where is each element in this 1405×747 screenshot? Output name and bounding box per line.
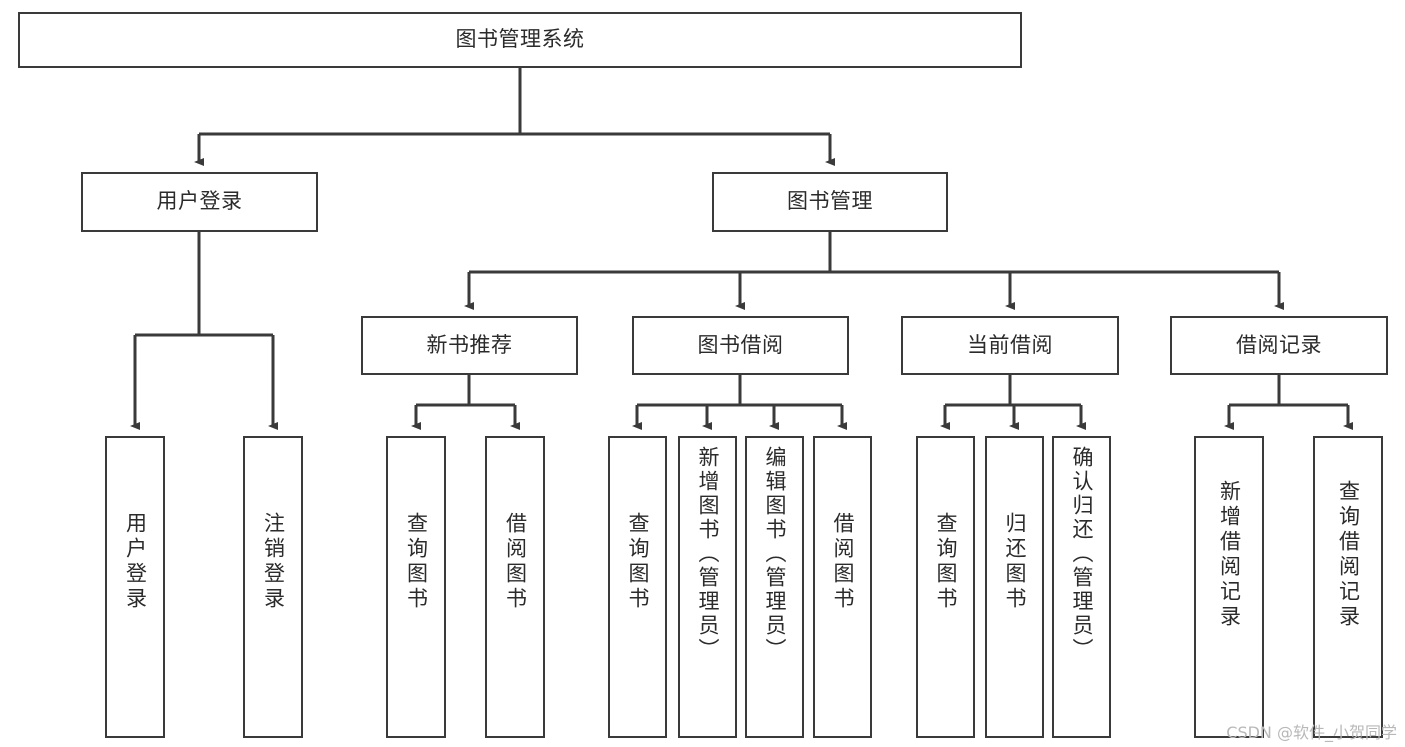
node-new-book-recommend[interactable]: 新书推荐: [361, 316, 578, 375]
node-leaf-add-record[interactable]: 新增借阅记录: [1194, 436, 1264, 738]
node-leaf-query-record[interactable]: 查询借阅记录: [1313, 436, 1383, 738]
node-user-login-label: 用户登录: [156, 189, 243, 214]
node-leaf-borrow-book-2[interactable]: 借阅图书: [813, 436, 872, 738]
node-leaf-query-book-2[interactable]: 查询图书: [608, 436, 667, 738]
node-current-borrow[interactable]: 当前借阅: [901, 316, 1119, 375]
node-root-label: 图书管理系统: [455, 27, 585, 52]
node-leaf-borrow-book-1[interactable]: 借阅图书: [485, 436, 545, 738]
node-leaf-confirm-return[interactable]: 确认归还（管理员）: [1052, 436, 1111, 738]
node-borrow-record[interactable]: 借阅记录: [1170, 316, 1388, 375]
node-leaf-user-login[interactable]: 用户登录: [105, 436, 165, 738]
node-leaf-query-book-3-label: 查询图书: [934, 512, 958, 612]
node-leaf-confirm-return-label: 确认归还（管理员）: [1070, 446, 1094, 662]
node-user-login[interactable]: 用户登录: [81, 172, 318, 232]
node-leaf-logout-label: 注销登录: [261, 512, 286, 612]
node-book-manage-label: 图书管理: [787, 189, 873, 214]
node-leaf-query-record-label: 查询借阅记录: [1336, 480, 1361, 630]
node-leaf-return-book[interactable]: 归还图书: [985, 436, 1044, 738]
node-leaf-add-book[interactable]: 新增图书（管理员）: [678, 436, 737, 738]
node-book-borrow[interactable]: 图书借阅: [632, 316, 849, 375]
node-leaf-user-login-label: 用户登录: [123, 512, 148, 612]
watermark-label: CSDN @软件_小贺同学: [1226, 723, 1397, 742]
node-new-book-recommend-label: 新书推荐: [426, 332, 513, 357]
node-leaf-add-record-label: 新增借阅记录: [1217, 480, 1242, 630]
node-book-borrow-label: 图书借阅: [697, 332, 784, 357]
node-root[interactable]: 图书管理系统: [18, 12, 1022, 68]
node-current-borrow-label: 当前借阅: [967, 332, 1053, 357]
node-leaf-query-book-3[interactable]: 查询图书: [916, 436, 975, 738]
node-leaf-query-book-1-label: 查询图书: [404, 512, 429, 612]
node-leaf-logout[interactable]: 注销登录: [243, 436, 303, 738]
node-leaf-edit-book-label: 编辑图书（管理员）: [763, 446, 787, 662]
node-leaf-add-book-label: 新增图书（管理员）: [696, 446, 720, 662]
node-leaf-return-book-label: 归还图书: [1003, 512, 1027, 612]
node-leaf-query-book-1[interactable]: 查询图书: [386, 436, 446, 738]
node-leaf-edit-book[interactable]: 编辑图书（管理员）: [745, 436, 804, 738]
node-borrow-record-label: 借阅记录: [1236, 332, 1322, 357]
node-book-manage[interactable]: 图书管理: [712, 172, 948, 232]
node-leaf-query-book-2-label: 查询图书: [626, 512, 650, 612]
node-leaf-borrow-book-1-label: 借阅图书: [503, 512, 528, 612]
node-leaf-borrow-book-2-label: 借阅图书: [831, 512, 855, 612]
